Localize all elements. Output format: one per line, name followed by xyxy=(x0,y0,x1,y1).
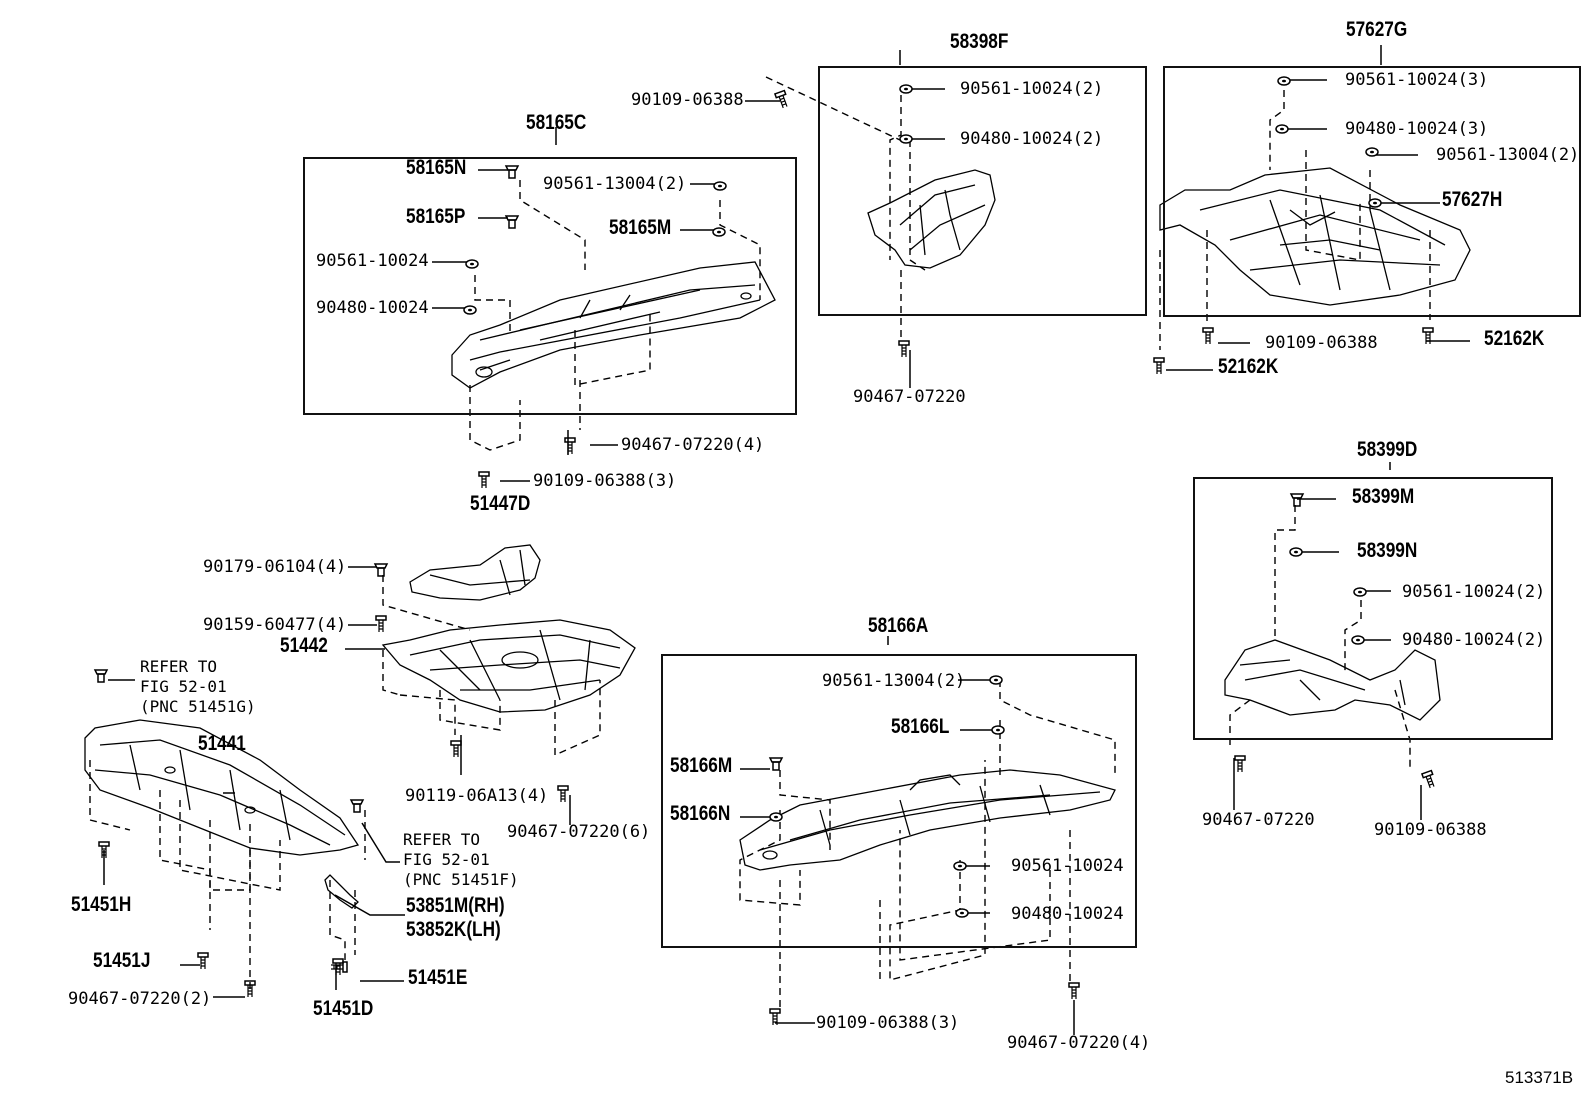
part-label: 90467-07220 xyxy=(1202,810,1315,830)
part-label: 51451J xyxy=(93,949,151,972)
part-label: 90561-10024 xyxy=(1011,856,1124,876)
figure-id: 513371B xyxy=(1505,1068,1574,1087)
part-label: 90467-07220 xyxy=(853,387,966,407)
part-label: 58399M xyxy=(1352,485,1415,508)
undercover-58398F xyxy=(867,169,996,269)
part-label: 51451H xyxy=(71,893,132,916)
part-label: 51451E xyxy=(408,966,468,989)
part-label: 90109-06388 xyxy=(631,90,744,110)
part-label: 90480-10024 xyxy=(1011,904,1124,924)
part-label: 58166L xyxy=(891,715,950,738)
part-label: 58166N xyxy=(670,802,731,825)
box-58166A xyxy=(661,654,1137,948)
part-label: 90467-07220(6) xyxy=(507,822,651,842)
part-label: 90480-10024 xyxy=(316,298,429,318)
part-label: 90119-06A13(4) xyxy=(405,786,549,806)
part-label: 51442 xyxy=(280,634,328,657)
undercover-57627G xyxy=(1159,167,1471,306)
group-label-58399D: 58399D xyxy=(1357,438,1418,461)
group-label-57627G: 57627G xyxy=(1346,18,1408,41)
part-label: 90480-10024(2) xyxy=(1402,630,1546,650)
box-58399D xyxy=(1193,477,1553,740)
leader-dashes xyxy=(89,76,1431,1010)
part-outlines xyxy=(84,167,1471,909)
undercover-58166A xyxy=(739,769,1116,871)
box-57627G xyxy=(1163,66,1581,317)
group-label-58165C: 58165C xyxy=(526,111,587,134)
part-label: 53851M(RH) xyxy=(406,894,505,917)
part-label: 58165M xyxy=(609,216,672,239)
part-label: 51451D xyxy=(313,997,374,1020)
undercover-51441 xyxy=(84,719,360,856)
part-label: 90480-10024(3) xyxy=(1345,119,1489,139)
part-label: 90561-13004(2) xyxy=(1436,145,1580,165)
box-58165C xyxy=(303,157,797,415)
group-label-58398F: 58398F xyxy=(950,30,1009,53)
part-label: 90159-60477(4) xyxy=(203,615,347,635)
undercover-58399D xyxy=(1224,639,1441,721)
part-label: 90561-10024(2) xyxy=(960,79,1104,99)
bracket-53851M xyxy=(324,874,359,909)
part-label: 58166M xyxy=(670,754,733,777)
part-label: 90561-13004(2) xyxy=(822,671,966,691)
part-label: 90561-10024(2) xyxy=(1402,582,1546,602)
part-label: 90480-10024(2) xyxy=(960,129,1104,149)
part-label: 90179-06104(4) xyxy=(203,557,347,577)
part-label: 90109-06388 xyxy=(1265,333,1378,353)
part-label: 57627H xyxy=(1442,188,1503,211)
part-label: 90467-07220(2) xyxy=(68,989,212,1009)
part-label: 58165N xyxy=(406,156,467,179)
part-label: 52162K xyxy=(1484,327,1545,350)
part-label: 90467-07220(4) xyxy=(621,435,765,455)
part-label: 52162K xyxy=(1218,355,1279,378)
part-label: 90561-10024(3) xyxy=(1345,70,1489,90)
part-label: 90561-10024 xyxy=(316,251,429,271)
part-label: 51441 xyxy=(198,732,246,755)
part-label: 90109-06388(3) xyxy=(533,471,677,491)
part-label: 90109-06388(3) xyxy=(816,1013,960,1033)
protector-51442 xyxy=(381,619,636,713)
guard-51447D xyxy=(409,544,541,601)
box-58398F xyxy=(818,66,1147,316)
refer-note: REFER TO FIG 52-01 (PNC 51451G) xyxy=(140,657,256,716)
undercover-58165C xyxy=(451,261,776,389)
part-label: 58399N xyxy=(1357,539,1418,562)
part-label: 58165P xyxy=(406,205,466,228)
part-label: 53852K(LH) xyxy=(406,918,501,941)
refer-note: REFER TO FIG 52-01 (PNC 51451F) xyxy=(403,830,519,889)
part-label: 90467-07220(4) xyxy=(1007,1033,1151,1053)
part-label: 51447D xyxy=(470,492,531,515)
part-label: 90109-06388 xyxy=(1374,820,1487,840)
part-label: 90561-13004(2) xyxy=(543,174,687,194)
group-label-58166A: 58166A xyxy=(868,614,929,637)
